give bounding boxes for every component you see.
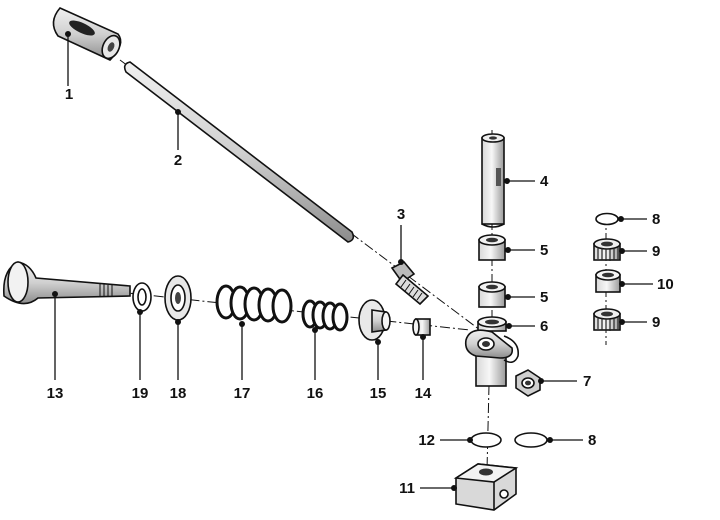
label-part-17: 17 — [234, 385, 251, 402]
part-9-bearing-lower — [593, 308, 621, 331]
label-part-15: 15 — [370, 385, 387, 402]
label-part-16: 16 — [307, 385, 324, 402]
label-part-7: 7 — [583, 373, 591, 390]
part-6-ring — [477, 316, 507, 332]
part-2-pushrod — [123, 61, 355, 243]
part-13-valve — [2, 261, 131, 305]
part-12-seal — [470, 432, 502, 448]
part-16-inner-spring — [301, 299, 349, 332]
part-1-adjuster — [52, 7, 122, 61]
label-part-12: 12 — [418, 432, 435, 449]
part-11-block — [453, 463, 519, 511]
rocker-arm-body — [464, 329, 520, 387]
part-17-outer-spring — [215, 284, 293, 324]
part-3-bolt — [390, 261, 430, 306]
part-18-retainer — [164, 275, 192, 321]
label-part-1: 1 — [65, 86, 73, 103]
label-part-8-upper: 8 — [652, 211, 660, 228]
part-7-nut — [515, 369, 541, 397]
part-5-bushing-upper — [478, 234, 506, 261]
label-part-18: 18 — [170, 385, 187, 402]
label-part-10: 10 — [657, 276, 674, 293]
part-8-washer-upper — [595, 212, 619, 226]
label-part-14: 14 — [415, 385, 432, 402]
leader-lines — [52, 31, 653, 491]
center-lines — [99, 59, 607, 471]
part-14-cap — [412, 318, 431, 336]
part-10-sleeve — [595, 269, 621, 293]
part-9-bearing-upper — [593, 238, 621, 261]
label-part-2: 2 — [174, 152, 182, 169]
part-8-o-ring-lower — [514, 432, 548, 448]
label-part-5-lower: 5 — [540, 289, 548, 306]
label-part-9-upper: 9 — [652, 243, 660, 260]
label-part-4: 4 — [540, 173, 549, 190]
label-part-19: 19 — [132, 385, 149, 402]
part-number-labels: 1 2 3 4 5 5 6 7 8 8 9 9 10 11 12 13 14 1… — [47, 86, 674, 497]
label-part-6: 6 — [540, 318, 548, 335]
part-15-spring-seat — [358, 299, 391, 341]
label-part-9-lower: 9 — [652, 314, 660, 331]
part-19-keeper — [132, 282, 152, 312]
part-4-shaft — [481, 133, 505, 228]
label-part-13: 13 — [47, 385, 64, 402]
label-part-11: 11 — [399, 480, 415, 497]
label-part-8-lower: 8 — [588, 432, 596, 449]
label-part-5-upper: 5 — [540, 242, 548, 259]
label-part-3: 3 — [397, 206, 405, 223]
part-5-bushing-lower — [478, 281, 506, 308]
